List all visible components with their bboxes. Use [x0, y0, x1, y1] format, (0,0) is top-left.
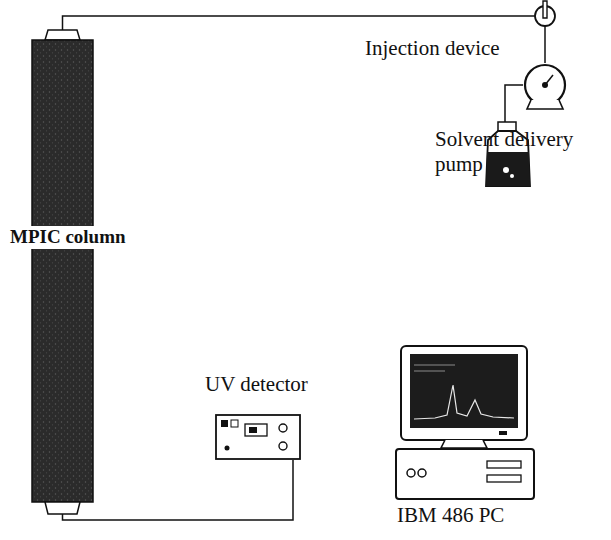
node-label: IBM 486 PC	[397, 503, 504, 528]
tubing-line	[63, 16, 536, 30]
solvent-tube	[505, 85, 523, 126]
computer-shape	[395, 345, 535, 500]
uv-detector: UV detector	[215, 414, 301, 460]
node-label: UV detector	[205, 372, 308, 397]
uv-detector-shape	[215, 414, 301, 460]
node-label: Injection device	[365, 36, 500, 61]
solvent-pump-shape	[523, 63, 567, 107]
tubing-line	[544, 26, 546, 63]
node-label: Solvent delivery pump	[435, 127, 605, 177]
solvent-pump: Solvent delivery pump	[523, 63, 567, 107]
computer: IBM 486 PC	[395, 345, 535, 500]
node-label: MPIC column	[8, 226, 128, 249]
tubing-line	[63, 460, 294, 520]
mpic-column: MPIC column	[30, 30, 95, 514]
injection-valve-shape	[533, 4, 557, 28]
injection-valve: Injection device	[533, 4, 557, 28]
mpic-column-shape	[30, 30, 95, 514]
